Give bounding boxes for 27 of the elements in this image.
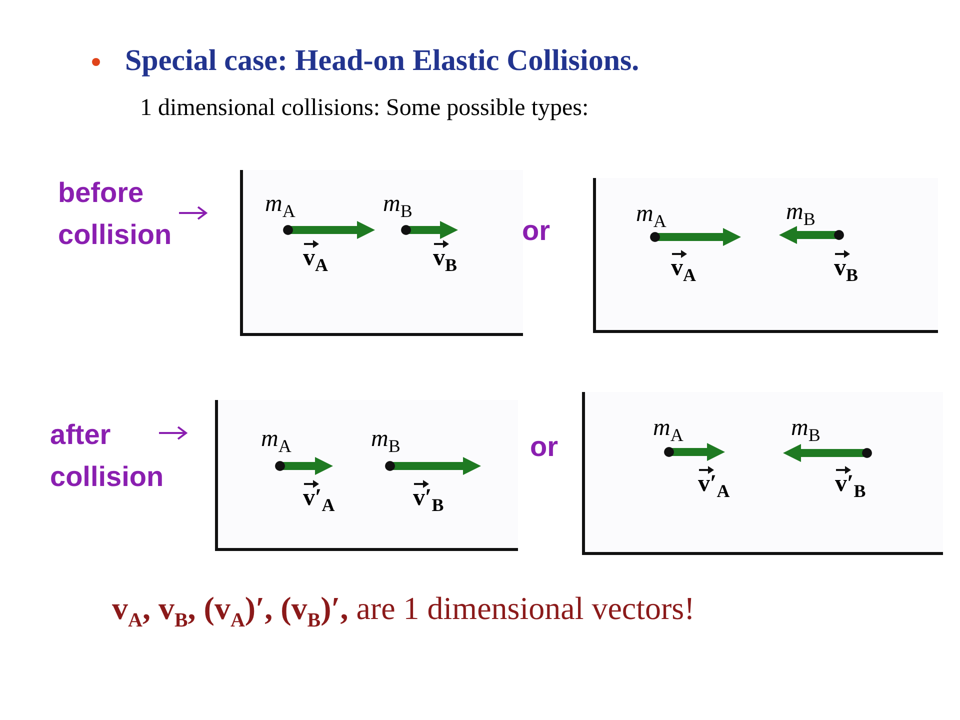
subtitle: 1 dimensional collisions: Some possible types: <box>140 95 589 122</box>
mass-label: m$_{B}$ <box>791 416 820 444</box>
mass-label: m$_{A}$ <box>653 416 684 444</box>
velocity-label: v$_{B}$ <box>834 250 858 284</box>
slide-title: Special case: Head-on Elastic Collisions. <box>125 44 640 78</box>
summary-text: v$_{A}$, v$_{B}$, (v$_{A}$)′, (v$_{B}$)′, are 1 dimensional vectors! <box>112 590 695 632</box>
connector-word: or <box>530 430 558 464</box>
mass-label: m$_{A}$ <box>636 202 666 230</box>
stage-label: after collision <box>50 418 165 494</box>
velocity-label: v′$_{A}$ <box>303 480 335 514</box>
stage-label: before collision <box>58 176 173 252</box>
collision-panel <box>593 178 938 333</box>
mass-label: m$_{A}$ <box>265 192 296 220</box>
collision-panel <box>240 170 523 336</box>
velocity-label: v$_{B}$ <box>433 240 458 274</box>
velocity-label: v$_{A}$ <box>303 240 328 274</box>
velocity-label: v′$_{A}$ <box>698 466 730 500</box>
collision-panel <box>582 392 943 555</box>
mass-label: m$_{B}$ <box>786 200 816 228</box>
mass-label: m$_{B}$ <box>383 192 412 220</box>
mass-label: m$_{A}$ <box>261 427 292 455</box>
velocity-label: v′$_{B}$ <box>413 480 444 514</box>
connector-word: or <box>522 214 550 248</box>
collision-panel <box>215 400 518 551</box>
mass-label: m$_{B}$ <box>371 427 400 455</box>
velocity-label: v$_{A}$ <box>671 250 696 284</box>
velocity-label: v′$_{B}$ <box>835 466 866 500</box>
